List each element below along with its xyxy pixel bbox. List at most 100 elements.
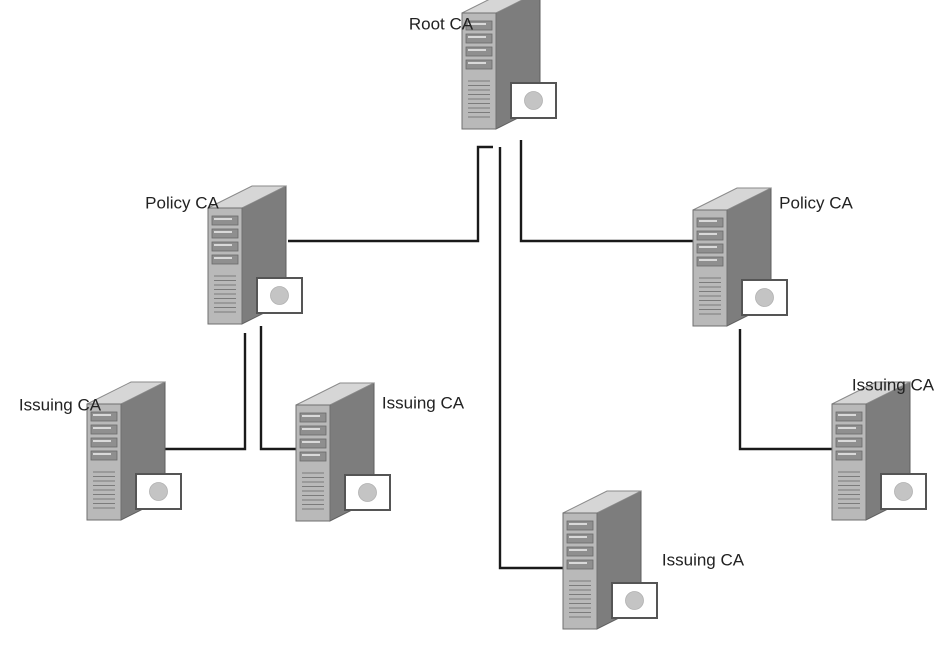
server-front-face (831, 403, 867, 521)
drive-bay-highlight (302, 441, 320, 443)
certificate-seal (524, 91, 543, 110)
node-label-issuing-1: Issuing CA (19, 395, 102, 414)
drive-bay-highlight (302, 428, 320, 430)
drive-bay-highlight (468, 23, 486, 25)
drive-bay (90, 424, 118, 435)
node-root: Root CA (409, 0, 557, 130)
drive-bay (566, 520, 594, 531)
drive-bay (835, 450, 863, 461)
drive-bay-highlight (838, 414, 856, 416)
drive-bay-highlight (93, 440, 111, 442)
drive-bay (835, 424, 863, 435)
node-issuing-4: Issuing CA (831, 375, 935, 521)
drive-bay (835, 411, 863, 422)
node-issuing-2: Issuing CA (295, 382, 465, 522)
certificate-seal (358, 483, 377, 502)
connector-root-to-policy-left (288, 145, 493, 243)
node-issuing-1: Issuing CA (19, 381, 182, 521)
drive-bay (90, 450, 118, 461)
drive-bay (696, 230, 724, 241)
certificate-icon (256, 277, 303, 314)
drive-bay (299, 412, 327, 423)
connector-root-to-issuing-3 (498, 147, 564, 570)
drive-bay-highlight (468, 62, 486, 64)
drive-bay (465, 46, 493, 57)
drive-bay (90, 411, 118, 422)
drive-bay-highlight (93, 427, 111, 429)
certificate-icon (741, 279, 788, 316)
drive-bay-highlight (214, 231, 232, 233)
server-front-face (692, 209, 728, 327)
certificate-icon (880, 473, 927, 510)
server-front-face (562, 512, 598, 630)
drive-bay (566, 533, 594, 544)
server-front-face (207, 207, 243, 325)
connector-policy-right-to-issuing-4 (738, 329, 834, 451)
drive-bay-highlight (838, 453, 856, 455)
drive-bay (696, 256, 724, 267)
drive-bay (211, 228, 239, 239)
certificate-seal (755, 288, 774, 307)
drive-bay-highlight (569, 549, 587, 551)
drive-bay (299, 425, 327, 436)
connector-lines (164, 140, 834, 570)
node-policy-left: Policy CA (145, 185, 303, 325)
certificate-icon (611, 582, 658, 619)
connector-policy-left-to-issuing-1 (164, 333, 247, 451)
drive-bay-highlight (569, 562, 587, 564)
drive-bay-highlight (302, 454, 320, 456)
server-icon (295, 382, 375, 522)
drive-bay-highlight (468, 36, 486, 38)
node-label-issuing-2: Issuing CA (382, 393, 465, 412)
server-nodes: Root CA Policy CA Policy CA Issuing CA Issui… (19, 0, 935, 630)
node-label-policy-right: Policy CA (779, 193, 853, 212)
drive-bay-highlight (699, 220, 717, 222)
drive-bay (90, 437, 118, 448)
drive-bay-highlight (93, 414, 111, 416)
drive-bay-highlight (838, 440, 856, 442)
drive-bay-highlight (569, 523, 587, 525)
drive-bay (211, 215, 239, 226)
drive-bay-highlight (214, 244, 232, 246)
node-label-policy-left: Policy CA (145, 193, 219, 212)
connector-root-to-policy-right (519, 140, 697, 243)
node-label-root: Root CA (409, 14, 474, 33)
drive-bay (299, 438, 327, 449)
certificate-icon (510, 82, 557, 119)
node-label-issuing-4: Issuing CA (852, 375, 935, 394)
drive-bay-highlight (214, 218, 232, 220)
certificate-seal (270, 286, 289, 305)
drive-bay (566, 546, 594, 557)
drive-bay (465, 59, 493, 70)
node-policy-right: Policy CA (692, 187, 854, 327)
server-front-face (86, 403, 122, 521)
drive-bay (835, 437, 863, 448)
node-label-issuing-3: Issuing CA (662, 550, 745, 569)
drive-bay (566, 559, 594, 570)
server-icon (461, 0, 541, 130)
drive-bay (465, 20, 493, 31)
drive-bay (696, 243, 724, 254)
drive-bay-highlight (699, 233, 717, 235)
drive-bay-highlight (699, 246, 717, 248)
drive-bay-highlight (302, 415, 320, 417)
drive-bay (211, 241, 239, 252)
certificate-seal (149, 482, 168, 501)
server-icon (692, 187, 772, 327)
drive-bay (211, 254, 239, 265)
drive-bay-highlight (569, 536, 587, 538)
drive-bay-highlight (93, 453, 111, 455)
server-icon (831, 381, 911, 521)
server-front-face (295, 404, 331, 522)
drive-bay (465, 33, 493, 44)
node-issuing-3: Issuing CA (562, 490, 745, 630)
drive-bay-highlight (699, 259, 717, 261)
server-front-face (461, 12, 497, 130)
certificate-seal (894, 482, 913, 501)
certificate-seal (625, 591, 644, 610)
drive-bay-highlight (468, 49, 486, 51)
certificate-icon (135, 473, 182, 510)
drive-bay (299, 451, 327, 462)
